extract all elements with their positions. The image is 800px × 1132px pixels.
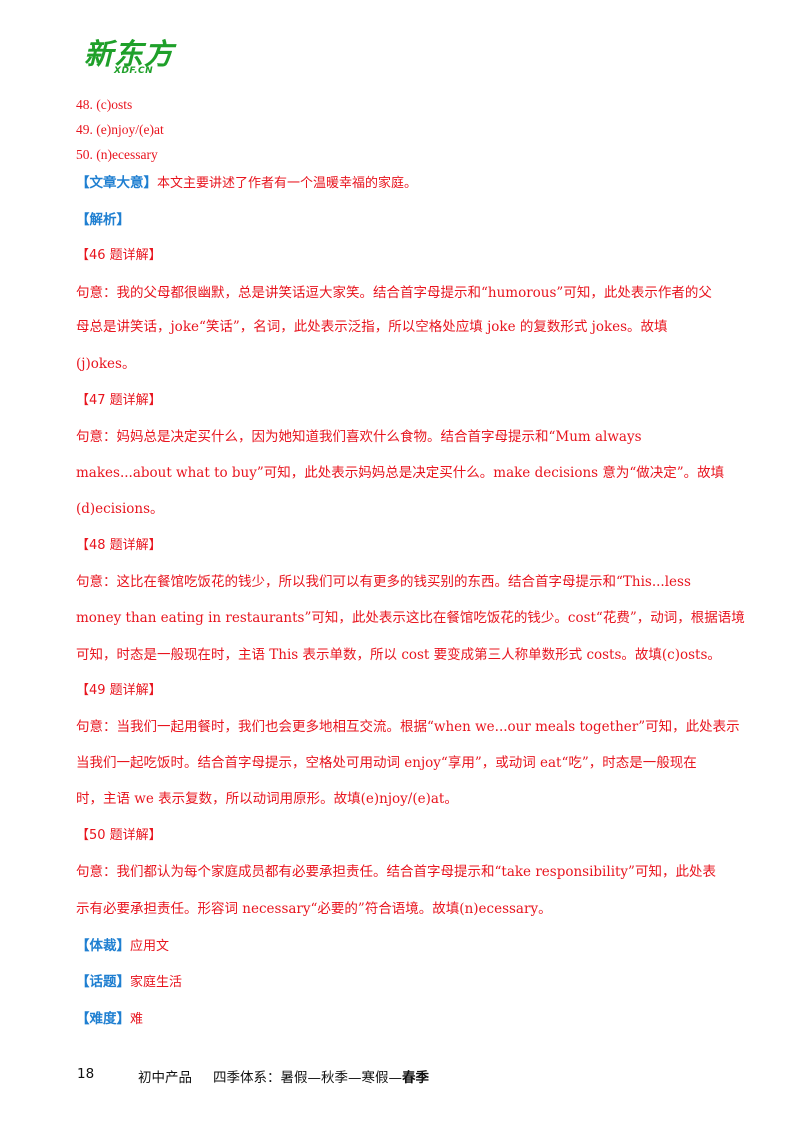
footer-product: 初中产品 <box>138 1070 192 1086</box>
logo-chinese: 新东方 <box>84 37 175 71</box>
item-46-tag: 【46 题详解】 <box>76 248 162 263</box>
answer-49: 49. (e)njoy/(e)at <box>76 122 164 137</box>
difficulty-text: 难 <box>130 1012 144 1027</box>
answer-50: 50. (n)ecessary <box>76 147 158 162</box>
topic-line: 【话题】家庭生活 <box>76 973 182 992</box>
item-47-tag: 【47 题详解】 <box>76 393 162 408</box>
item-50-line-2: 示有必要承担责任。形容词 necessary“必要的”符合语境。故填(n)ece… <box>76 901 552 917</box>
item-50-line-1: 句意：我们都认为每个家庭成员都有必要承担责任。结合首字母提示和“take res… <box>76 864 716 880</box>
item-50-tag: 【50 题详解】 <box>76 828 162 843</box>
logo-english: XDF.CN <box>114 66 154 76</box>
summary-text: 本文主要讲述了作者有一个温暖幸福的家庭。 <box>157 176 418 191</box>
item-48-line-1: 句意：这比在餐馆吃饭花的钱少，所以我们可以有更多的钱买别的东西。结合首字母提示和… <box>76 574 691 590</box>
item-46-line-3: (j)okes。 <box>76 356 136 372</box>
summary-line: 【文章大意】本文主要讲述了作者有一个温暖幸福的家庭。 <box>76 174 417 193</box>
xdf-logo: 新东方 XDF.CN <box>84 38 184 82</box>
topic-text: 家庭生活 <box>130 975 183 990</box>
genre-line: 【体裁】应用文 <box>76 937 169 956</box>
item-46-line-1: 句意：我的父母都很幽默，总是讲笑话逗大家笑。结合首字母提示和“humorous”… <box>76 285 712 301</box>
summary-tag: 【文章大意】 <box>76 175 157 191</box>
difficulty-tag: 【难度】 <box>76 1011 130 1027</box>
topic-tag: 【话题】 <box>76 974 130 990</box>
item-48-line-3: 可知，时态是一般现在时，主语 This 表示单数，所以 cost 要变成第三人称… <box>76 647 721 663</box>
analysis-heading: 【解析】 <box>76 212 130 228</box>
footer-system-prefix: 四季体系：暑假—秋季—寒假— <box>213 1070 402 1086</box>
genre-text: 应用文 <box>130 939 170 954</box>
item-49-line-1: 句意：当我们一起用餐时，我们也会更多地相互交流。根据“when we...our… <box>76 719 740 735</box>
item-47-line-3: (d)ecisions。 <box>76 501 164 517</box>
footer-system-bold: 春季 <box>402 1070 429 1086</box>
item-48-line-2: money than eating in restaurants”可知，此处表示… <box>76 610 745 626</box>
item-47-line-2: makes...about what to buy”可知，此处表示妈妈总是决定买… <box>76 465 725 481</box>
item-48-tag: 【48 题详解】 <box>76 538 162 553</box>
genre-tag: 【体裁】 <box>76 938 130 954</box>
item-49-line-2: 当我们一起吃饭时。结合首字母提示，空格处可用动词 enjoy“享用”，或动词 e… <box>76 755 697 771</box>
item-46-line-2: 母总是讲笑话，joke“笑话”，名词，此处表示泛指，所以空格处应填 joke 的… <box>76 319 668 335</box>
answer-48: 48. (c)osts <box>76 97 133 112</box>
page-number: 18 <box>77 1066 95 1082</box>
item-47-line-1: 句意：妈妈总是决定买什么，因为她知道我们喜欢什么食物。结合首字母提示和“Mum … <box>76 429 642 445</box>
item-49-tag: 【49 题详解】 <box>76 683 162 698</box>
item-49-line-3: 时，主语 we 表示复数，所以动词用原形。故填(e)njoy/(e)at。 <box>76 791 458 807</box>
footer-system: 四季体系：暑假—秋季—寒假—春季 <box>213 1066 429 1086</box>
difficulty-line: 【难度】难 <box>76 1010 143 1029</box>
